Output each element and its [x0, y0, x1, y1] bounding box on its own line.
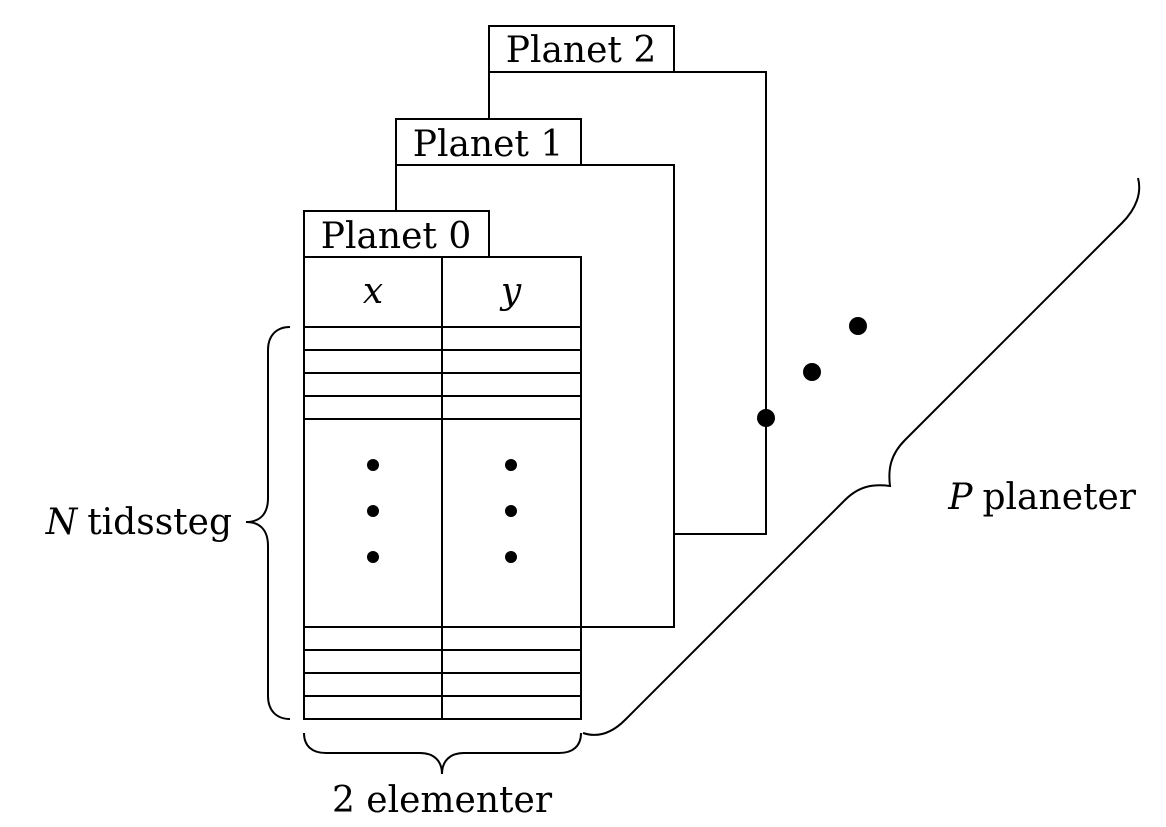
vertical-ellipsis-dot — [505, 551, 517, 563]
ellipsis-dot — [849, 317, 867, 335]
time-steps-brace — [245, 326, 291, 720]
ellipsis-dot — [757, 409, 775, 427]
elements-label: 2 elementer — [332, 780, 553, 821]
planet-0-tab — [303, 210, 490, 258]
planet-1-tab — [395, 118, 582, 166]
planet-0-sheet: Planet 0 x y — [303, 210, 582, 720]
vertical-ellipsis-dot — [367, 459, 379, 471]
planet-0-label: Planet 0 — [321, 216, 472, 257]
planets-text: planeter — [983, 477, 1137, 518]
ellipsis-dot — [803, 363, 821, 381]
vertical-ellipsis-dot — [367, 551, 379, 563]
planets-brace — [582, 177, 1141, 736]
column-header-y: y — [499, 271, 522, 312]
time-steps-text: tidssteg — [87, 502, 232, 543]
vertical-ellipsis-dot — [505, 505, 517, 517]
elements-brace — [303, 732, 582, 775]
planet-2-tab — [488, 25, 675, 73]
vertical-ellipsis-dot — [505, 459, 517, 471]
planet-1-label: Planet 1 — [413, 124, 564, 165]
time-steps-symbol: N — [45, 502, 79, 543]
planet-ellipsis — [757, 317, 867, 427]
column-header-x: x — [363, 271, 383, 312]
planets-symbol: P — [947, 477, 973, 518]
vertical-ellipsis-dot — [367, 505, 379, 517]
planet-2-label: Planet 2 — [506, 30, 657, 71]
